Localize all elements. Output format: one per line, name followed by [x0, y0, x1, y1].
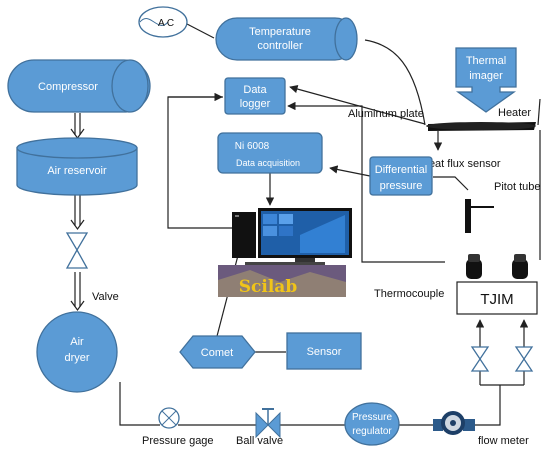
- flow-meter-label: flow meter: [478, 435, 529, 447]
- thermal-imager-label-2: imager: [469, 70, 503, 82]
- air-reservoir: Air reservoir: [16, 137, 138, 196]
- dp-ni-line: [329, 165, 371, 177]
- data-logger: Data logger: [224, 77, 286, 115]
- ni-label-2: Data acquisition: [236, 158, 300, 168]
- comet: Comet: [179, 335, 256, 369]
- ac-label: A C: [158, 18, 174, 29]
- air-dryer-label-2: dryer: [64, 352, 89, 364]
- ball-valve: [255, 408, 281, 439]
- scilab-logo: Scilab: [239, 277, 298, 297]
- dp-label-2: pressure: [380, 180, 423, 192]
- air-dryer-label-1: Air: [70, 336, 84, 348]
- air-reservoir-label: Air reservoir: [47, 165, 107, 177]
- ac-link-line: [186, 23, 215, 39]
- dp-label-1: Differential: [375, 164, 427, 176]
- ni-daq: Ni 6008 Data acquisition: [217, 132, 323, 174]
- reservoir-valve-arrowhead: [70, 219, 85, 231]
- differential-pressure: Differential pressure: [369, 156, 433, 196]
- right-valve-right: [514, 346, 534, 372]
- compressor-reservoir-arrowhead: [70, 128, 85, 140]
- aluminum-plate-label: Aluminum plate: [348, 108, 424, 120]
- computer-image: Scilab: [218, 208, 352, 297]
- sensor-label: Sensor: [307, 346, 342, 358]
- ball-valve-label: Ball valve: [236, 435, 283, 447]
- valve-label: Valve: [92, 291, 119, 303]
- thermocouple-logger-line: [287, 101, 445, 263]
- heater-side-line: [537, 98, 541, 126]
- pressure-regulator-label-2: regulator: [352, 426, 392, 437]
- flowmeter-riser-line: [475, 385, 501, 426]
- pressure-regulator: Pressure regulator: [344, 402, 400, 446]
- pressure-gage-label: Pressure gage: [142, 435, 214, 447]
- air-dryer: Air dryer: [36, 311, 118, 393]
- tjim-label: TJIM: [480, 291, 513, 308]
- tjim: TJIM: [456, 281, 538, 315]
- compressor-label: Compressor: [38, 81, 98, 93]
- right-valve-left: [470, 346, 490, 372]
- heat-flux-sensor-label: Heat flux sensor: [421, 158, 501, 170]
- thermocouple-label: Thermocouple: [374, 288, 444, 300]
- data-logger-label-1: Data: [243, 84, 267, 96]
- sensor: Sensor: [286, 332, 362, 370]
- flow-meter: [433, 411, 475, 435]
- pitot-tube-label: Pitot tube: [494, 181, 540, 193]
- air-supply-line: [119, 382, 160, 426]
- ac-source: A C: [138, 6, 188, 38]
- thermal-imager-label-1: Thermal: [466, 55, 506, 67]
- pitot-tube: [465, 199, 494, 233]
- valve-icon: [65, 232, 89, 269]
- temperature-controller-label-1: Temperature: [249, 26, 311, 38]
- pressure-gage: [158, 407, 180, 429]
- thermocouple-right: [512, 254, 528, 279]
- thermocouple-left: [466, 254, 482, 279]
- thermal-imager: Thermal imager: [455, 47, 517, 113]
- compressor: Compressor: [7, 59, 151, 113]
- temperature-controller-label-2: controller: [257, 40, 303, 52]
- aluminum-plate: [426, 122, 536, 131]
- data-logger-label-2: logger: [240, 98, 271, 110]
- heater-label: Heater: [498, 107, 531, 119]
- dp-pitot-line: [433, 176, 469, 191]
- comet-label: Comet: [201, 347, 233, 359]
- pressure-regulator-label-1: Pressure: [352, 412, 392, 423]
- temperature-controller: Temperature controller: [215, 17, 358, 61]
- ni-label-1: Ni 6008: [235, 141, 270, 152]
- valve-dryer-arrowhead: [70, 300, 85, 312]
- controller-heater-line: [364, 39, 426, 126]
